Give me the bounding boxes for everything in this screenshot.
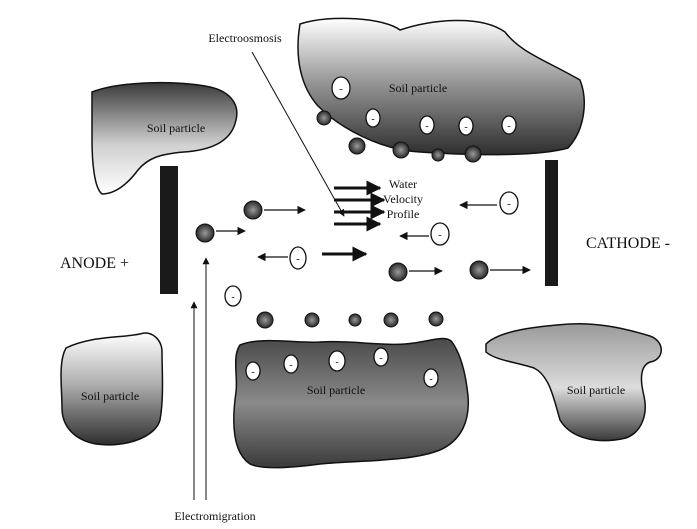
anion — [256, 311, 274, 329]
soil-particle-bottom-center: Soil particle — [233, 337, 470, 469]
cation: - — [365, 108, 381, 128]
svg-text:-: - — [339, 83, 343, 95]
anion — [428, 311, 444, 327]
ion-migration-arrows — [216, 200, 531, 276]
anion — [392, 141, 410, 159]
svg-text:-: - — [231, 292, 234, 303]
soil-particle-label: Soil particle — [389, 81, 447, 95]
anion — [388, 262, 408, 282]
svg-text:-: - — [296, 253, 300, 265]
svg-text:-: - — [507, 121, 510, 132]
anions — [195, 110, 489, 329]
svg-text:-: - — [507, 198, 511, 210]
anion — [316, 110, 332, 126]
cation: - — [499, 191, 519, 215]
anion — [464, 145, 482, 163]
anion — [304, 312, 320, 328]
svg-text:-: - — [335, 357, 338, 368]
cation: - — [501, 115, 517, 135]
electroosmosis-label: Electroosmosis — [208, 31, 282, 45]
soil-particle-label: Soil particle — [147, 121, 205, 135]
cathode-label: CATHODE - — [586, 235, 670, 252]
anode-label: ANODE + — [60, 255, 129, 272]
cation: - — [328, 350, 346, 372]
anion — [348, 137, 366, 155]
cation: - — [430, 222, 450, 246]
cations: - - - - - - - - - - - - - - — [224, 76, 519, 388]
svg-text:-: - — [464, 122, 467, 133]
svg-text:-: - — [425, 121, 428, 132]
soil-particle-bottom-left: Soil particle — [60, 332, 164, 446]
svg-text:-: - — [438, 229, 442, 241]
cation: - — [423, 368, 439, 388]
anion — [431, 148, 445, 162]
water-velocity-profile-label-line: Velocity — [383, 192, 423, 206]
electroosmosis-pointer — [251, 51, 345, 217]
cation: - — [458, 116, 474, 136]
water-velocity-profile-label-line: Profile — [387, 207, 420, 221]
svg-text:-: - — [371, 114, 374, 125]
anion — [243, 200, 263, 220]
water-velocity-profile — [322, 180, 386, 262]
cation: - — [224, 285, 242, 307]
soil-particle-bottom-right: Soil particle — [485, 322, 662, 442]
cation: - — [289, 246, 307, 270]
cation: - — [283, 354, 299, 374]
electromigration-label: Electromigration — [174, 509, 255, 523]
soil-particle-label: Soil particle — [81, 389, 139, 403]
cation: - — [245, 361, 261, 381]
cation: - — [331, 76, 351, 100]
anion — [469, 260, 489, 280]
anion — [383, 312, 399, 328]
cation: - — [419, 115, 435, 135]
soil-particle-top-left: Soil particle — [91, 81, 238, 195]
soil-particle-label: Soil particle — [307, 383, 365, 397]
cathode-electrode — [545, 160, 558, 286]
anode-electrode — [160, 166, 178, 294]
svg-text:-: - — [289, 360, 292, 371]
water-velocity-profile-label-line: Water — [389, 177, 417, 191]
svg-text:-: - — [379, 353, 382, 364]
svg-text:-: - — [251, 367, 254, 378]
anion — [348, 313, 362, 327]
cation: - — [373, 347, 389, 367]
soil-particle-label: Soil particle — [567, 383, 625, 397]
svg-text:-: - — [429, 374, 432, 385]
anion — [195, 223, 215, 243]
